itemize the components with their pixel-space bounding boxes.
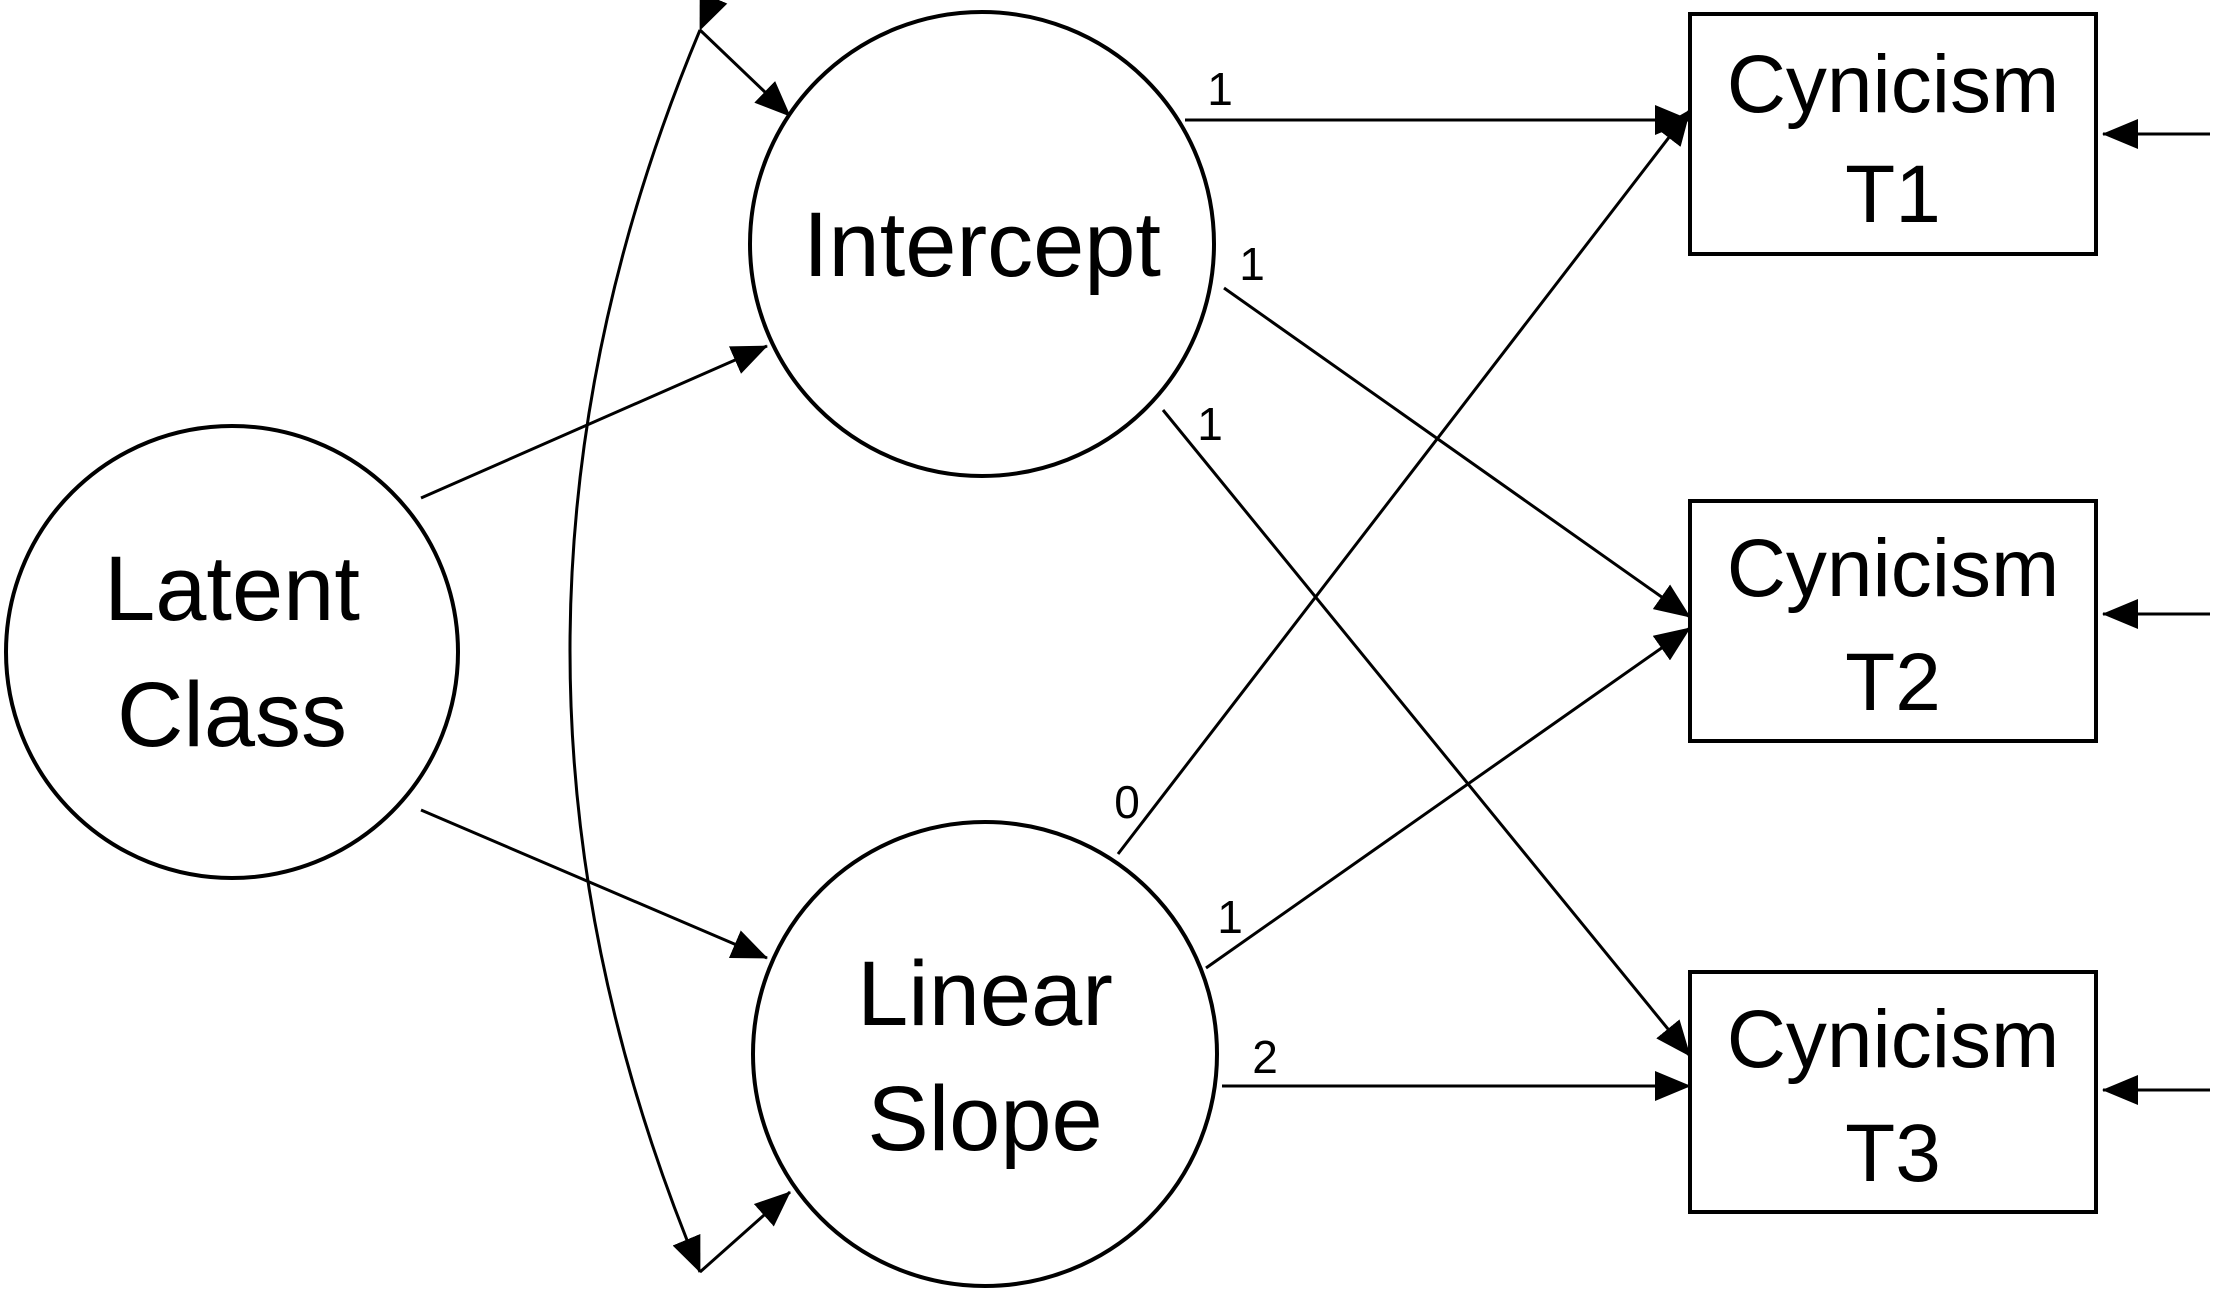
node-intercept-label: Intercept (803, 194, 1161, 296)
path-slope-to-t1 (1116, 109, 1692, 855)
loading-label-slope-t1: 0 (1114, 776, 1140, 828)
node-t3-line-2: T3 (1845, 1108, 1941, 1199)
node-latent-class-line-2: Class (117, 664, 347, 766)
node-slope-line-1: Linear (857, 943, 1113, 1045)
edge-layer (420, 0, 2210, 1274)
path-intercept-to-t2 (1223, 286, 1691, 619)
path-label-layer: 1 1 1 0 1 2 (1114, 63, 1278, 1083)
path-slope-to-t2 (1205, 626, 1691, 970)
loading-label-slope-t3: 2 (1252, 1031, 1278, 1083)
node-t3-line-1: Cynicism (1727, 994, 2060, 1085)
node-t2-line-2: T2 (1845, 637, 1941, 728)
loading-label-intercept-t3: 1 (1197, 398, 1223, 450)
covariance-bottom-connector (699, 1190, 791, 1274)
node-slope: Linear Slope (751, 820, 1219, 1288)
node-cynicism-t2: Cynicism T2 (1688, 499, 2098, 743)
node-slope-line-2: Slope (867, 1068, 1102, 1170)
node-t1-line-2: T1 (1845, 149, 1941, 240)
path-latent-class-to-slope (420, 808, 768, 960)
covariance-top-connector (698, 28, 792, 118)
node-t2-line-1: Cynicism (1727, 523, 2060, 614)
path-intercept-to-t3 (1161, 409, 1692, 1057)
node-latent-class-line-1: Latent (104, 538, 360, 640)
node-cynicism-t1: Cynicism T1 (1688, 12, 2098, 256)
node-latent-class: Latent Class (4, 424, 460, 880)
loading-label-intercept-t2: 1 (1239, 238, 1265, 290)
node-cynicism-t3: Cynicism T3 (1688, 970, 2098, 1214)
loading-label-slope-t2: 1 (1217, 891, 1243, 943)
path-latent-class-to-intercept (420, 344, 768, 500)
node-intercept: Intercept (748, 10, 1216, 478)
loading-label-intercept-t1: 1 (1207, 63, 1233, 115)
node-t1-line-1: Cynicism (1727, 39, 2060, 130)
covariance-arc (568, 0, 728, 1273)
